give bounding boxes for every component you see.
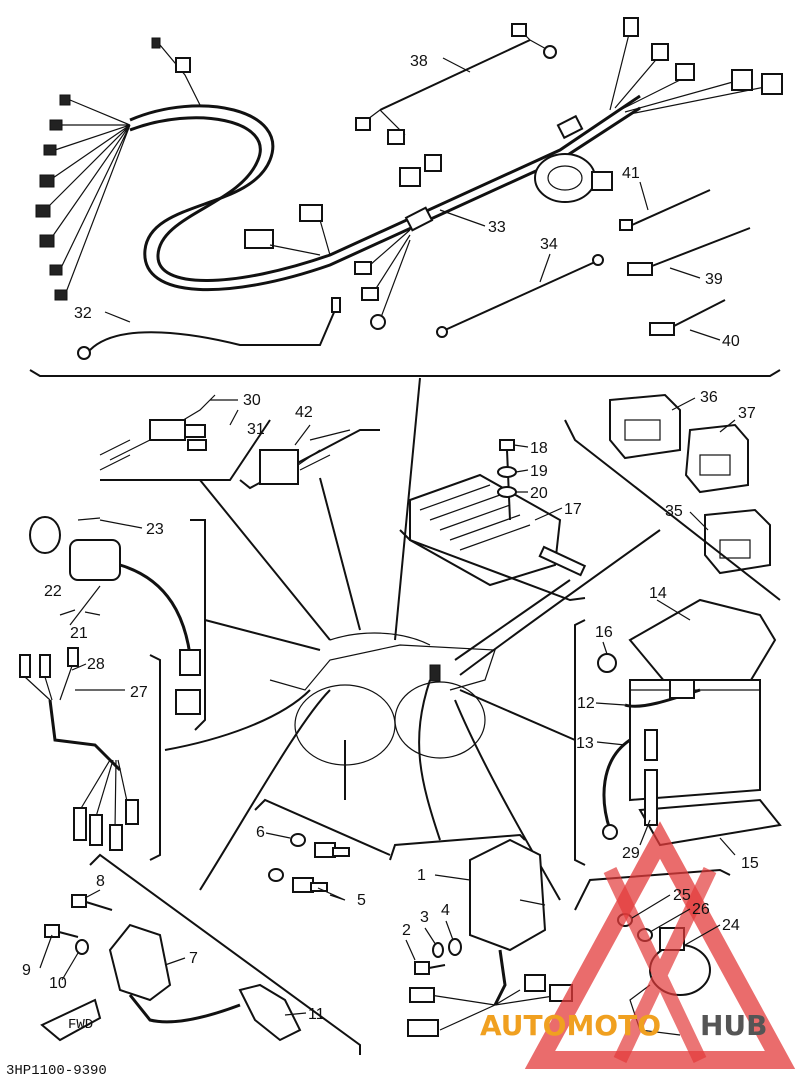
earth-lead-34: [436, 254, 604, 338]
washer-4: [448, 938, 462, 956]
washer-19: [497, 466, 517, 478]
ignition-coil-7: [108, 923, 241, 1024]
callout-33: 33: [488, 219, 506, 236]
leader-lines: [164, 377, 661, 901]
callout-38: 38: [410, 53, 428, 70]
watermark-text-b: HUB: [700, 1009, 768, 1042]
callout-36: 36: [700, 389, 718, 406]
callout-41: 41: [622, 165, 640, 182]
callout-5: 5: [357, 892, 366, 909]
callout-37: 37: [738, 405, 756, 422]
grommet-16: [597, 653, 617, 673]
cdi-unit-1: [407, 838, 573, 1037]
callout-leaders: [39, 57, 736, 1016]
bolt-2: [414, 961, 446, 975]
group-brace-covers: [564, 419, 781, 601]
callout-21: 21: [70, 625, 88, 642]
callouts: 1 2 3 4 5 6 7 8 9 10 11 12 13 14 15 16 1…: [22, 53, 759, 1023]
group-brace-battery: [574, 619, 586, 866]
fuse-holder-29: [644, 729, 658, 826]
callout-25: 25: [673, 887, 691, 904]
switch-27: [19, 647, 161, 861]
callout-13: 13: [576, 735, 594, 752]
callout-42: 42: [295, 404, 313, 421]
group-brace-cdi: [389, 833, 526, 861]
fwd-arrow: FWD: [40, 998, 102, 1042]
callout-29: 29: [622, 845, 640, 862]
battery-14: [628, 598, 782, 847]
regulator-42: [239, 429, 380, 490]
callout-20: 20: [530, 485, 548, 502]
callout-35: 35: [665, 503, 683, 520]
wire-harness-33: [35, 17, 783, 330]
callout-7: 7: [189, 950, 198, 967]
group-brace-coil: [89, 853, 361, 1055]
group-brace-pickup: [574, 868, 731, 911]
callout-23: 23: [146, 521, 164, 538]
callout-31: 31: [247, 421, 265, 438]
ground-lead-32: [77, 297, 341, 360]
callout-15: 15: [741, 855, 759, 872]
cover-35: [704, 508, 771, 575]
callout-32: 32: [74, 305, 92, 322]
group-brace-screws: [254, 798, 391, 856]
rectifier-17: [399, 473, 587, 602]
callout-11: 11: [308, 1006, 325, 1023]
callout-16: 16: [595, 624, 613, 641]
callout-6: 6: [256, 824, 265, 841]
bolt-9: [44, 924, 79, 938]
sub-lead-38: [355, 23, 557, 145]
watermark-logo: AUTOMOTO HUB: [480, 821, 796, 1069]
callout-17: 17: [564, 501, 582, 518]
callout-4: 4: [441, 902, 450, 919]
band-40: [649, 299, 726, 336]
washer-20: [497, 486, 517, 498]
wire-assembly-30: [99, 394, 271, 481]
washer-3: [432, 942, 444, 958]
callout-8: 8: [96, 873, 105, 890]
cover-36: [609, 393, 681, 460]
fwd-label: FWD: [68, 1017, 93, 1033]
washer-10: [75, 939, 89, 955]
washer-6: [268, 833, 306, 882]
callout-2: 2: [402, 922, 411, 939]
callout-40: 40: [722, 333, 740, 350]
plug-cap-11: [238, 983, 302, 1042]
callout-34: 34: [540, 236, 558, 253]
cover-37: [684, 423, 749, 494]
group-brace-top: [29, 369, 781, 377]
callout-18: 18: [530, 440, 548, 457]
screw-5: [292, 842, 350, 893]
callout-9: 9: [22, 962, 31, 979]
callout-3: 3: [420, 909, 429, 926]
bolt-41: [619, 189, 711, 231]
callout-14: 14: [649, 585, 667, 602]
battery-lead-12: [624, 679, 701, 708]
callout-12: 12: [577, 695, 595, 712]
callout-10: 10: [49, 975, 67, 992]
callout-1: 1: [417, 867, 426, 884]
watermark-text-a: AUTOMOTO: [480, 1009, 661, 1042]
callout-28: 28: [87, 656, 105, 673]
battery-lead-13: [602, 738, 631, 840]
callout-26: 26: [692, 901, 710, 918]
callout-27: 27: [130, 684, 148, 701]
bolt-8: [71, 894, 113, 911]
callout-22: 22: [44, 583, 62, 600]
main-switch-21: [29, 516, 206, 731]
callout-30: 30: [243, 392, 261, 409]
callout-19: 19: [530, 463, 548, 480]
band-39: [627, 227, 751, 276]
reference-code: 3HP1100-9390: [6, 1063, 107, 1079]
callout-24: 24: [722, 917, 740, 934]
callout-39: 39: [705, 271, 723, 288]
frame-outline: [269, 632, 496, 766]
